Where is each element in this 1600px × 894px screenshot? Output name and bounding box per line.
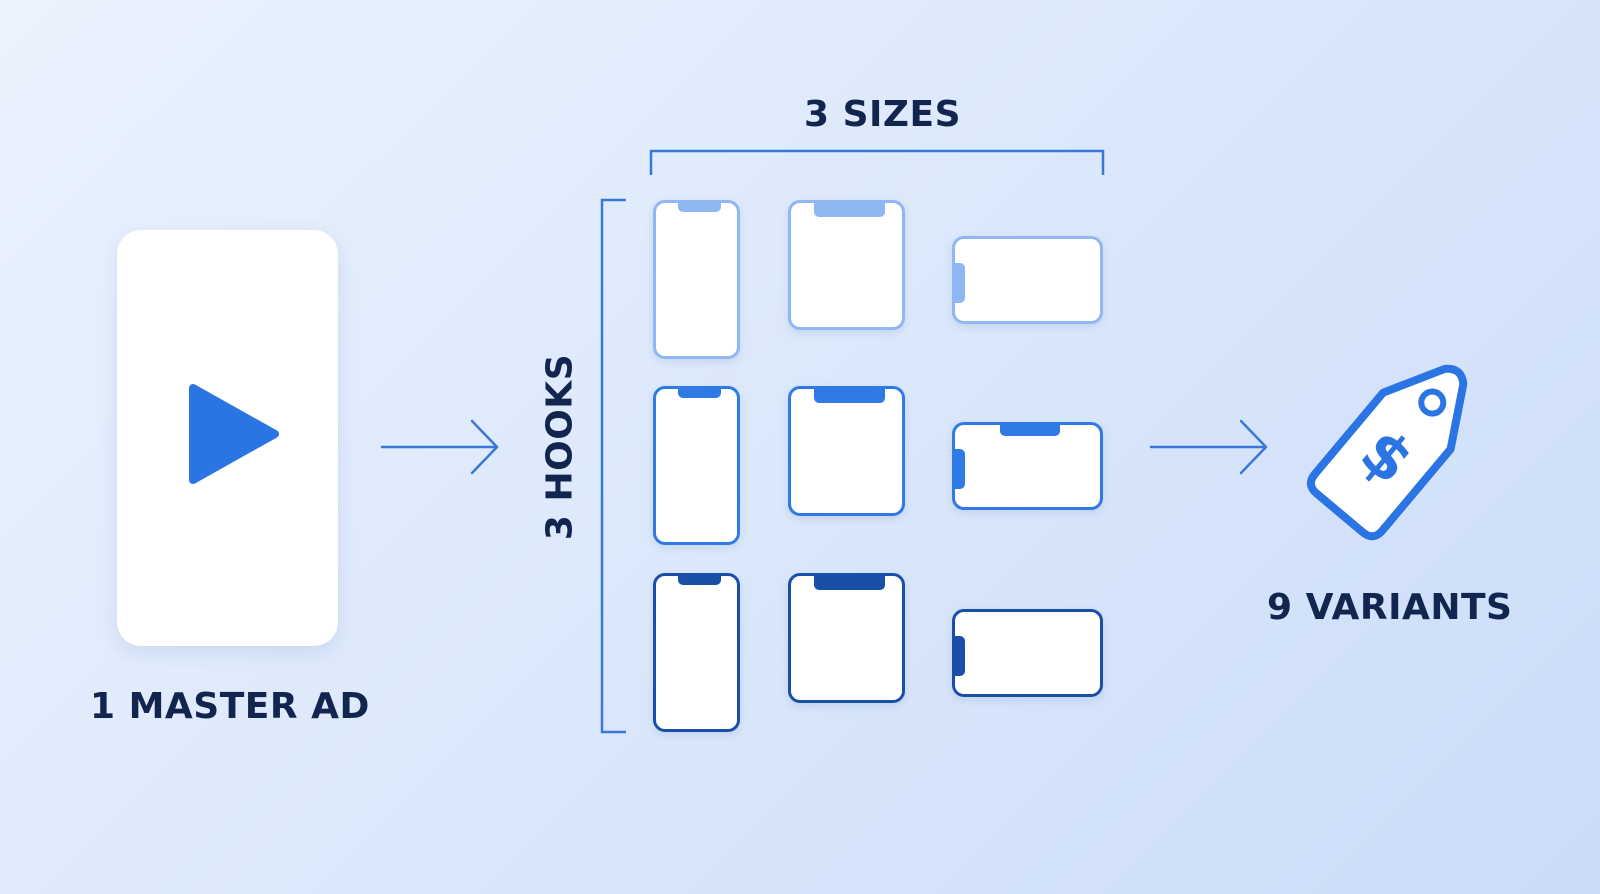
variant-square-hook-1 (788, 200, 905, 330)
variant-vertical-hook-3 (653, 573, 740, 732)
arrow-right-icon (380, 419, 499, 475)
play-icon (189, 384, 279, 484)
hooks-bracket (600, 198, 626, 734)
sizes-label: 3 SIZES (804, 94, 962, 135)
phone-notch (814, 389, 885, 403)
phone-notch (678, 389, 721, 398)
variant-landscape-hook-2 (952, 422, 1103, 510)
variant-landscape-hook-3 (952, 609, 1103, 697)
master-ad-card (117, 230, 338, 646)
hooks-label: 3 HOOKS (539, 353, 581, 541)
phone-notch (814, 576, 885, 590)
phone-notch (678, 203, 721, 212)
variant-vertical-hook-2 (653, 386, 740, 545)
arrow-right-icon (1149, 419, 1268, 475)
phone-notch (955, 449, 965, 489)
phone-notch (814, 203, 885, 217)
variant-landscape-hook-1 (952, 236, 1103, 324)
phone-notch (678, 576, 721, 585)
variant-square-hook-2 (788, 386, 905, 516)
variant-vertical-hook-1 (653, 200, 740, 359)
phone-notch (955, 263, 965, 303)
master-ad-label: 1 MASTER AD (90, 686, 370, 727)
sizes-bracket (649, 149, 1105, 175)
variant-square-hook-3 (788, 573, 905, 703)
phone-notch (955, 636, 965, 676)
phone-notch (1000, 425, 1060, 436)
variants-label: 9 VARIANTS (1267, 587, 1513, 628)
